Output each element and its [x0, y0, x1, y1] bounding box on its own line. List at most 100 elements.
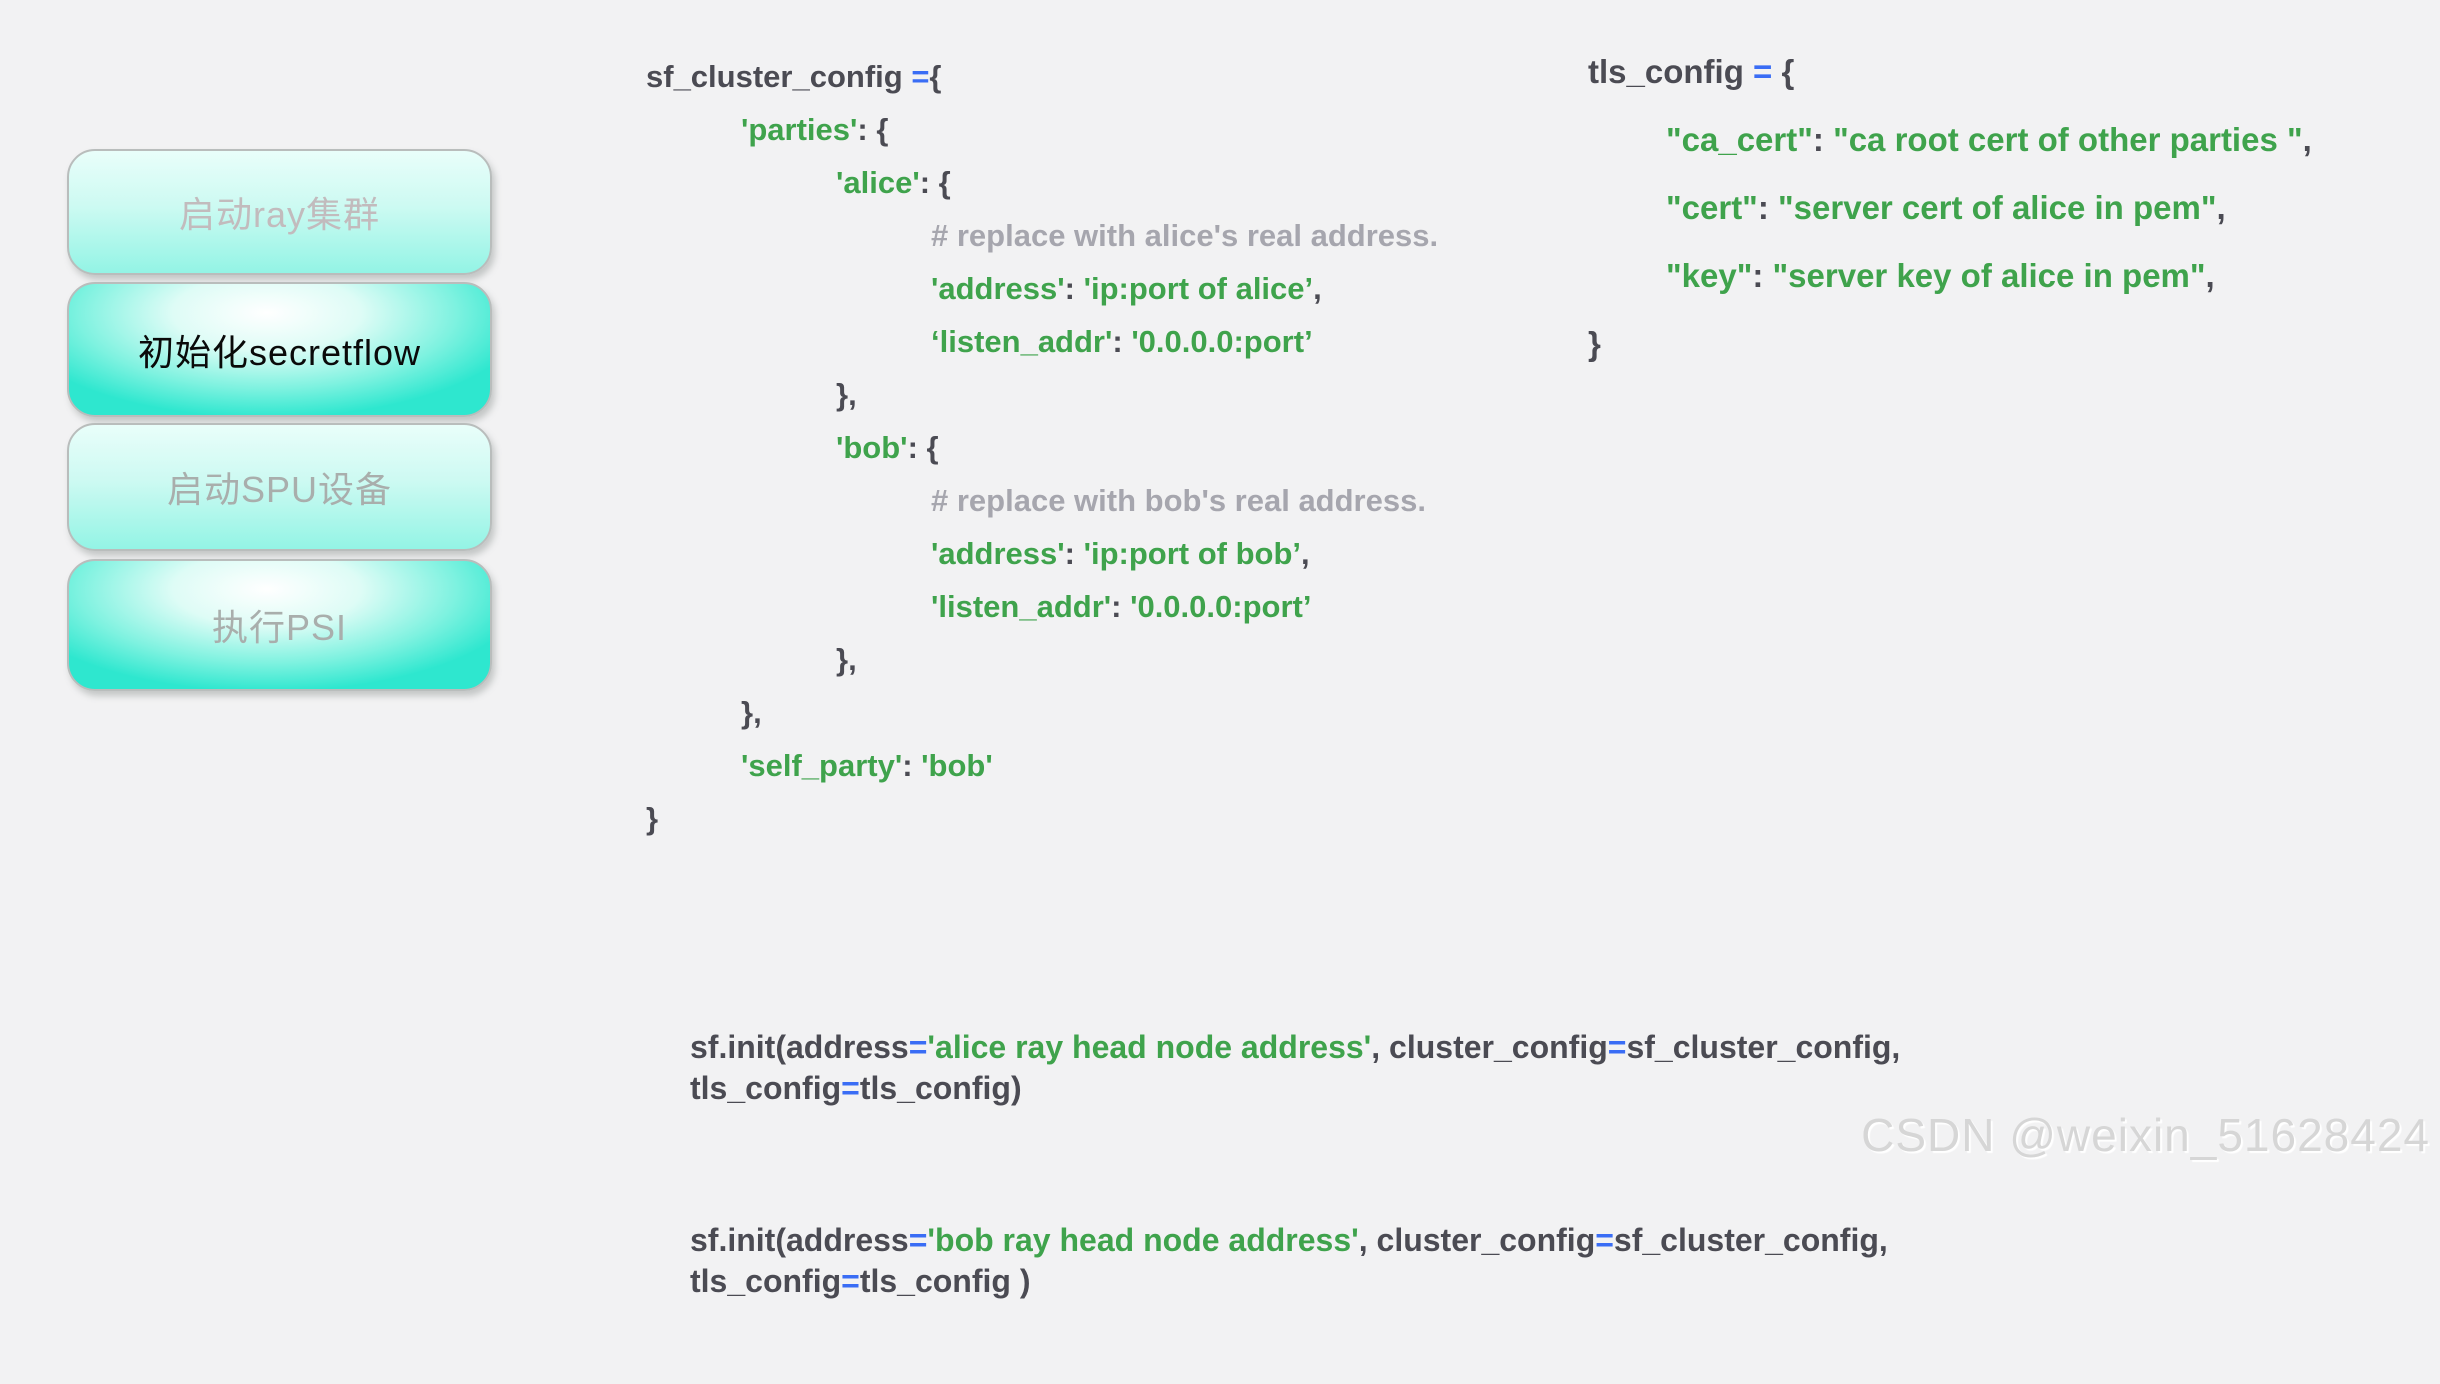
code-segment: =: [1607, 1029, 1627, 1065]
code-segment: 'bob ray head node address': [927, 1222, 1359, 1258]
step-button-group: 启动ray集群 初始化secretflow 启动SPU设备 执行PSI: [67, 149, 492, 691]
code-segment: "key": [1666, 257, 1753, 294]
code-segment: 'bob': [836, 430, 908, 465]
code-line: "ca_cert": "ca root cert of other partie…: [1588, 106, 2312, 174]
code-segment: 'address': [931, 536, 1065, 571]
code-segment: },: [836, 642, 857, 677]
code-line: 'self_party': 'bob': [646, 739, 1438, 792]
step-label-init-secretflow: 初始化secretflow: [137, 331, 422, 373]
code-segment: 'self_party': [741, 748, 903, 783]
code-segment: 'address': [931, 271, 1065, 306]
code-segment: :: [902, 748, 922, 783]
code-segment: : {: [919, 165, 951, 200]
code-line: sf.init(address='bob ray head node addre…: [690, 1220, 1900, 1261]
code-segment: ,: [1301, 536, 1310, 571]
code-segment: {: [929, 59, 942, 94]
code-segment: =: [1595, 1222, 1614, 1258]
step-button-init-secretflow[interactable]: 初始化secretflow: [67, 282, 492, 417]
code-segment: tls_config): [859, 1070, 1022, 1106]
code-segment: '0.0.0.0:port’: [1130, 589, 1312, 624]
code-segment: 'ip:port of alice’: [1083, 271, 1314, 306]
code-segment: tls_config ): [859, 1263, 1031, 1299]
code-segment: {: [1772, 53, 1795, 90]
csdn-watermark: CSDN @weixin_51628424: [1861, 1109, 2430, 1161]
code-segment: "server cert of alice in pem": [1778, 189, 2217, 226]
code-segment: =: [841, 1263, 860, 1299]
code-line: }: [1588, 310, 2312, 378]
code-line: sf_cluster_config ={: [646, 50, 1438, 103]
code-segment: :: [1112, 324, 1132, 359]
code-segment: "ca_cert": [1666, 121, 1813, 158]
code-segment: ,: [2216, 189, 2226, 226]
code-segment: 'alice ray head node address': [927, 1029, 1372, 1065]
code-line: 'address': 'ip:port of bob’,: [646, 527, 1438, 580]
code-line: # replace with bob's real address.: [646, 474, 1438, 527]
code-segment: :: [1064, 536, 1084, 571]
code-line: "key": "server key of alice in pem",: [1588, 242, 2312, 310]
code-line: "cert": "server cert of alice in pem",: [1588, 174, 2312, 242]
code-line: 'parties': {: [646, 103, 1438, 156]
slide-canvas: 启动ray集群 初始化secretflow 启动SPU设备 执行PSI sf_c…: [67, 38, 2430, 1299]
code-segment: :: [1752, 257, 1773, 294]
code-segment: :: [1111, 589, 1131, 624]
code-segment: "server key of alice in pem": [1772, 257, 2206, 294]
code-segment: ,: [2302, 121, 2312, 158]
code-segment: # replace with bob's real address.: [931, 483, 1426, 518]
sf-init-alice-statement: sf.init(address='alice ray head node add…: [690, 1027, 1900, 1109]
code-segment: =: [908, 1222, 928, 1258]
code-segment: 'bob': [921, 748, 993, 783]
code-line: }: [646, 792, 1438, 845]
code-line: 'bob': {: [646, 421, 1438, 474]
code-segment: # replace with alice's real address.: [931, 218, 1439, 253]
code-segment: sf_cluster_config,: [1626, 1029, 1901, 1065]
code-segment: =: [1753, 53, 1773, 90]
code-segment: ,: [1313, 271, 1322, 306]
step-button-run-psi[interactable]: 执行PSI: [67, 559, 492, 691]
code-line: sf.init(address='alice ray head node add…: [690, 1027, 1900, 1068]
code-segment: =: [908, 1029, 928, 1065]
code-segment: }: [646, 801, 659, 836]
code-segment: :: [1812, 121, 1834, 158]
code-segment: ‘listen_addr': [931, 324, 1113, 359]
code-line: 'alice': {: [646, 156, 1438, 209]
code-line: # replace with alice's real address.: [646, 209, 1438, 262]
code-line: 'address': 'ip:port of alice’,: [646, 262, 1438, 315]
code-segment: :: [1064, 271, 1084, 306]
code-segment: =: [841, 1070, 860, 1106]
code-segment: , cluster_config: [1371, 1029, 1608, 1065]
code-block-tls-config: tls_config = {"ca_cert": "ca root cert o…: [1588, 38, 2312, 378]
code-segment: sf_cluster_config,: [1613, 1222, 1888, 1258]
step-label-start-ray-cluster: 启动ray集群: [178, 194, 380, 235]
step-button-start-spu-device[interactable]: 启动SPU设备: [67, 423, 492, 551]
code-segment: : {: [907, 430, 939, 465]
code-segment: sf.init(address: [690, 1222, 909, 1258]
code-segment: :: [1757, 189, 1779, 226]
code-line: tls_config = {: [1588, 38, 2312, 106]
code-segment: =: [911, 59, 930, 94]
code-block-sf-init: sf.init(address='alice ray head node add…: [690, 945, 1900, 1384]
code-segment: },: [741, 695, 762, 730]
step-button-start-ray-cluster[interactable]: 启动ray集群: [67, 149, 492, 275]
code-segment: tls_config: [1588, 53, 1754, 90]
code-line: },: [646, 368, 1438, 421]
code-segment: 'alice': [836, 165, 920, 200]
code-line: tls_config=tls_config): [690, 1068, 1900, 1109]
code-segment: "cert": [1666, 189, 1758, 226]
code-segment: 'parties': [741, 112, 858, 147]
code-block-sf-cluster-config: sf_cluster_config ={'parties': {'alice':…: [646, 50, 1438, 845]
step-label-start-spu-device: 启动SPU设备: [166, 469, 393, 510]
code-segment: tls_config: [690, 1070, 842, 1106]
code-segment: ,: [2205, 257, 2215, 294]
code-line: 'listen_addr': '0.0.0.0:port’: [646, 580, 1438, 633]
code-segment: sf_cluster_config: [646, 59, 912, 94]
code-line: },: [646, 686, 1438, 739]
sf-init-bob-statement: sf.init(address='bob ray head node addre…: [690, 1220, 1900, 1302]
code-line: },: [646, 633, 1438, 686]
code-segment: },: [836, 377, 857, 412]
code-segment: sf.init(address: [690, 1029, 909, 1065]
code-segment: '0.0.0.0:port’: [1131, 324, 1313, 359]
code-segment: 'ip:port of bob’: [1083, 536, 1302, 571]
code-segment: "ca root cert of other parties ": [1833, 121, 2303, 158]
code-segment: 'listen_addr': [931, 589, 1112, 624]
code-segment: tls_config: [690, 1263, 842, 1299]
